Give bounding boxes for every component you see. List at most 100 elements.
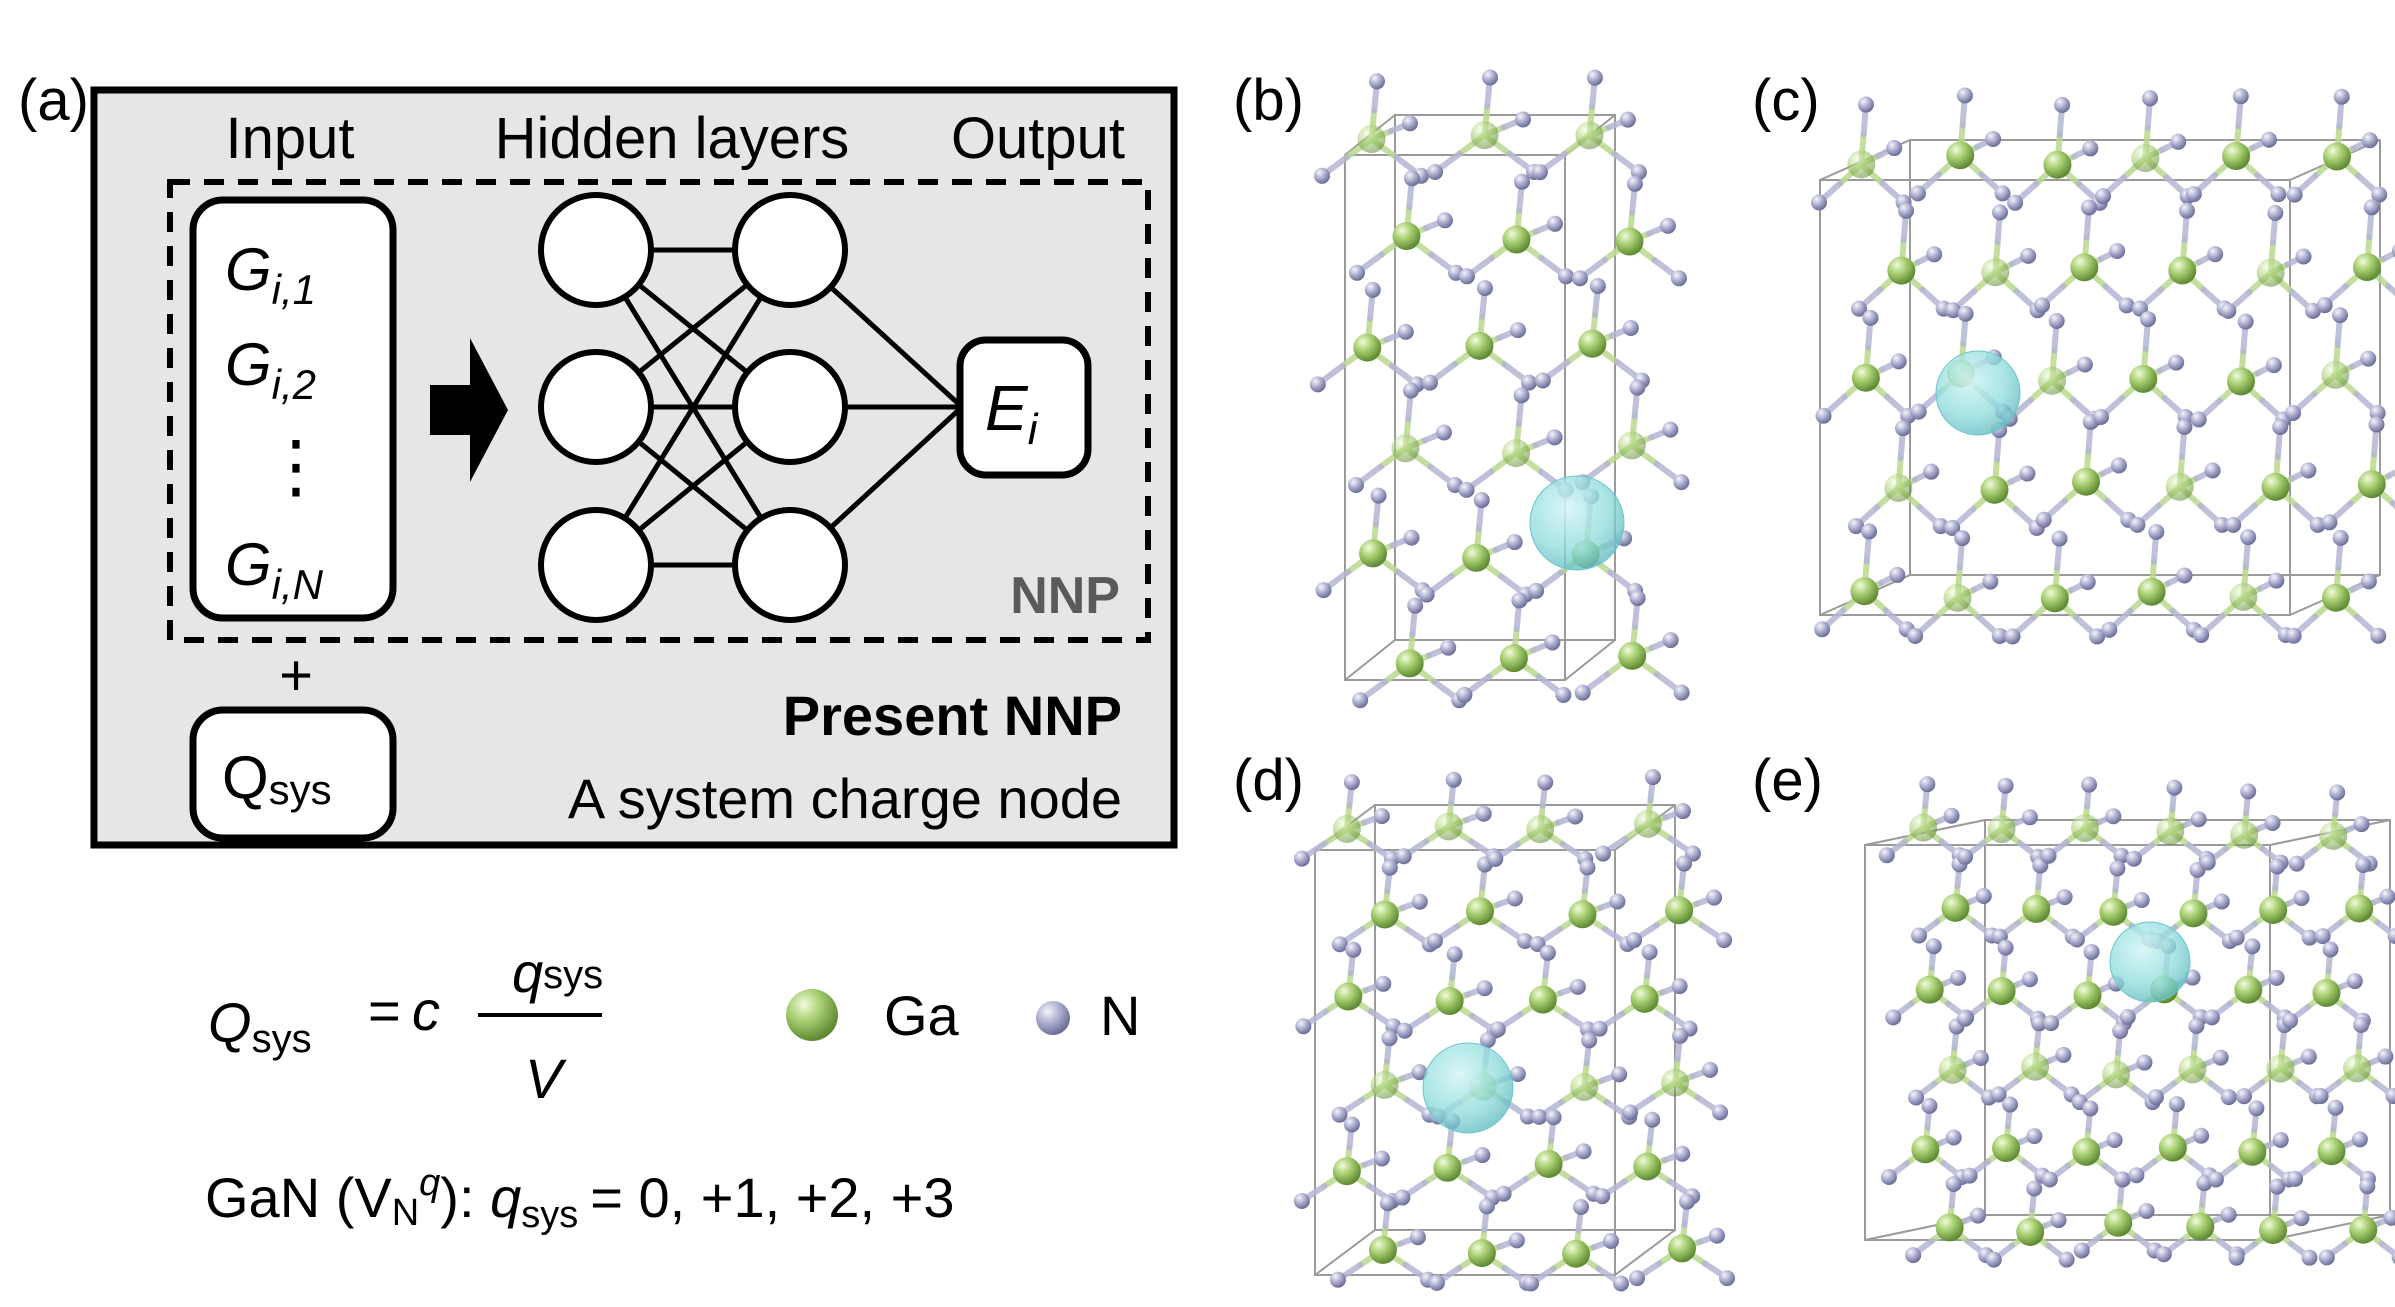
n-atom (1589, 277, 1606, 294)
ga-atom (1502, 225, 1531, 254)
ga-atom (1941, 893, 1970, 922)
n-atom (1910, 403, 1927, 420)
n-atom (1706, 889, 1723, 906)
panel-e-label: (e) (1752, 748, 1823, 813)
n-atom (2346, 973, 2363, 990)
n-atom (1309, 376, 1326, 393)
atoms (1878, 776, 2395, 1268)
n-atom (1990, 1086, 2007, 1103)
n-atom (1886, 140, 1903, 157)
vacancy-isosurface (1935, 350, 2021, 436)
n-atom (1997, 777, 2014, 794)
n-atom (2109, 860, 2126, 877)
n-atom (1862, 309, 1879, 326)
ga-atom (1568, 900, 1597, 929)
n-atom (2112, 1022, 2129, 1039)
n-atom (1411, 893, 1428, 910)
n-atom (2155, 1246, 2172, 1263)
hidden-node (538, 192, 654, 308)
n-atom (1571, 270, 1588, 287)
n-atom (2237, 313, 2254, 330)
atoms (1309, 69, 1690, 709)
n-atom (2105, 808, 2122, 825)
n-atom (1407, 597, 1424, 614)
output-ei: Ei (985, 372, 1039, 454)
n-atom (2360, 350, 2377, 367)
n-atom (1674, 803, 1691, 820)
ga-atom (1357, 125, 1386, 154)
n-atom (1885, 1009, 1902, 1026)
forward-arrow-icon (430, 338, 508, 482)
n-atom (1919, 776, 1936, 793)
ga-atom (1661, 1068, 1690, 1097)
n-atom (2248, 1100, 2265, 1117)
n-atom (2082, 1100, 2099, 1117)
n-atom (2021, 809, 2038, 826)
n-atom (1857, 96, 1874, 113)
n-atom (2379, 888, 2395, 905)
n-atom (1403, 170, 1420, 187)
hidden-node (732, 349, 848, 465)
ga-atom (2156, 817, 2185, 846)
n-atom (1985, 130, 2002, 147)
n-atom (1611, 1066, 1628, 1083)
n-atom (2360, 573, 2377, 590)
n-atom (2300, 1048, 2317, 1065)
n-atom (1957, 848, 1974, 865)
n-atom (1373, 808, 1390, 825)
ga-atom (2178, 1055, 2207, 1084)
ga-atom (2071, 814, 2100, 843)
ga-atom (1980, 475, 2009, 504)
n-atom (2301, 1249, 2318, 1266)
n-atom (1581, 1032, 1598, 1049)
n-atom (1969, 1207, 1986, 1224)
n-atom (2004, 628, 2021, 645)
ga-atom (2129, 364, 2158, 393)
n-atom (1619, 111, 1636, 128)
n-atom (1975, 888, 1992, 905)
hidden-node (538, 507, 654, 623)
n-atom (2240, 783, 2257, 800)
n-atom (1567, 808, 1584, 825)
ga-atom (2261, 472, 2290, 501)
n-atom (1343, 1116, 1360, 1133)
ga-atom (1909, 813, 1938, 842)
n-atom (1890, 353, 1907, 370)
formula-lhs: Qsys (208, 991, 312, 1061)
n-atom (1403, 529, 1420, 546)
n-atom (1594, 845, 1611, 862)
n-atom (1476, 980, 1493, 997)
n-atom (1381, 859, 1398, 876)
n-atom (2359, 1178, 2376, 1195)
panel-a-label: (a) (18, 68, 89, 133)
ga-atom (1462, 543, 1491, 572)
ga-atom (1370, 1070, 1399, 1099)
n-atom (1848, 518, 1865, 535)
ga-atom (2102, 1060, 2131, 1089)
ga-atom (1562, 1239, 1591, 1268)
n-atom (1644, 769, 1661, 786)
n-atom (1889, 566, 1906, 583)
ga-atom (1884, 473, 1913, 502)
n-atom (1555, 686, 1572, 703)
input-box (189, 196, 397, 622)
n-atom (2095, 188, 2112, 205)
ga-atom (1433, 1153, 1462, 1182)
n-atom (1445, 771, 1462, 788)
n-atom (2272, 1131, 2289, 1148)
n-atom (2128, 1167, 2145, 1184)
n-atom (2043, 1015, 2060, 1032)
n-atom (2147, 1089, 2164, 1106)
n-atom (2293, 1210, 2310, 1227)
n-atom (1985, 1251, 2002, 1268)
ga-atom (2349, 1215, 2378, 1244)
n-atom (2264, 814, 2281, 831)
n-atom (2240, 529, 2257, 546)
n-atom (2213, 893, 2230, 910)
n-atom (1295, 1018, 1312, 1035)
n-atom (2035, 511, 2052, 528)
n-atom (2293, 890, 2310, 907)
n-atom (1446, 946, 1463, 963)
n-atom (1719, 1270, 1736, 1287)
n-atom (1712, 1104, 1729, 1121)
